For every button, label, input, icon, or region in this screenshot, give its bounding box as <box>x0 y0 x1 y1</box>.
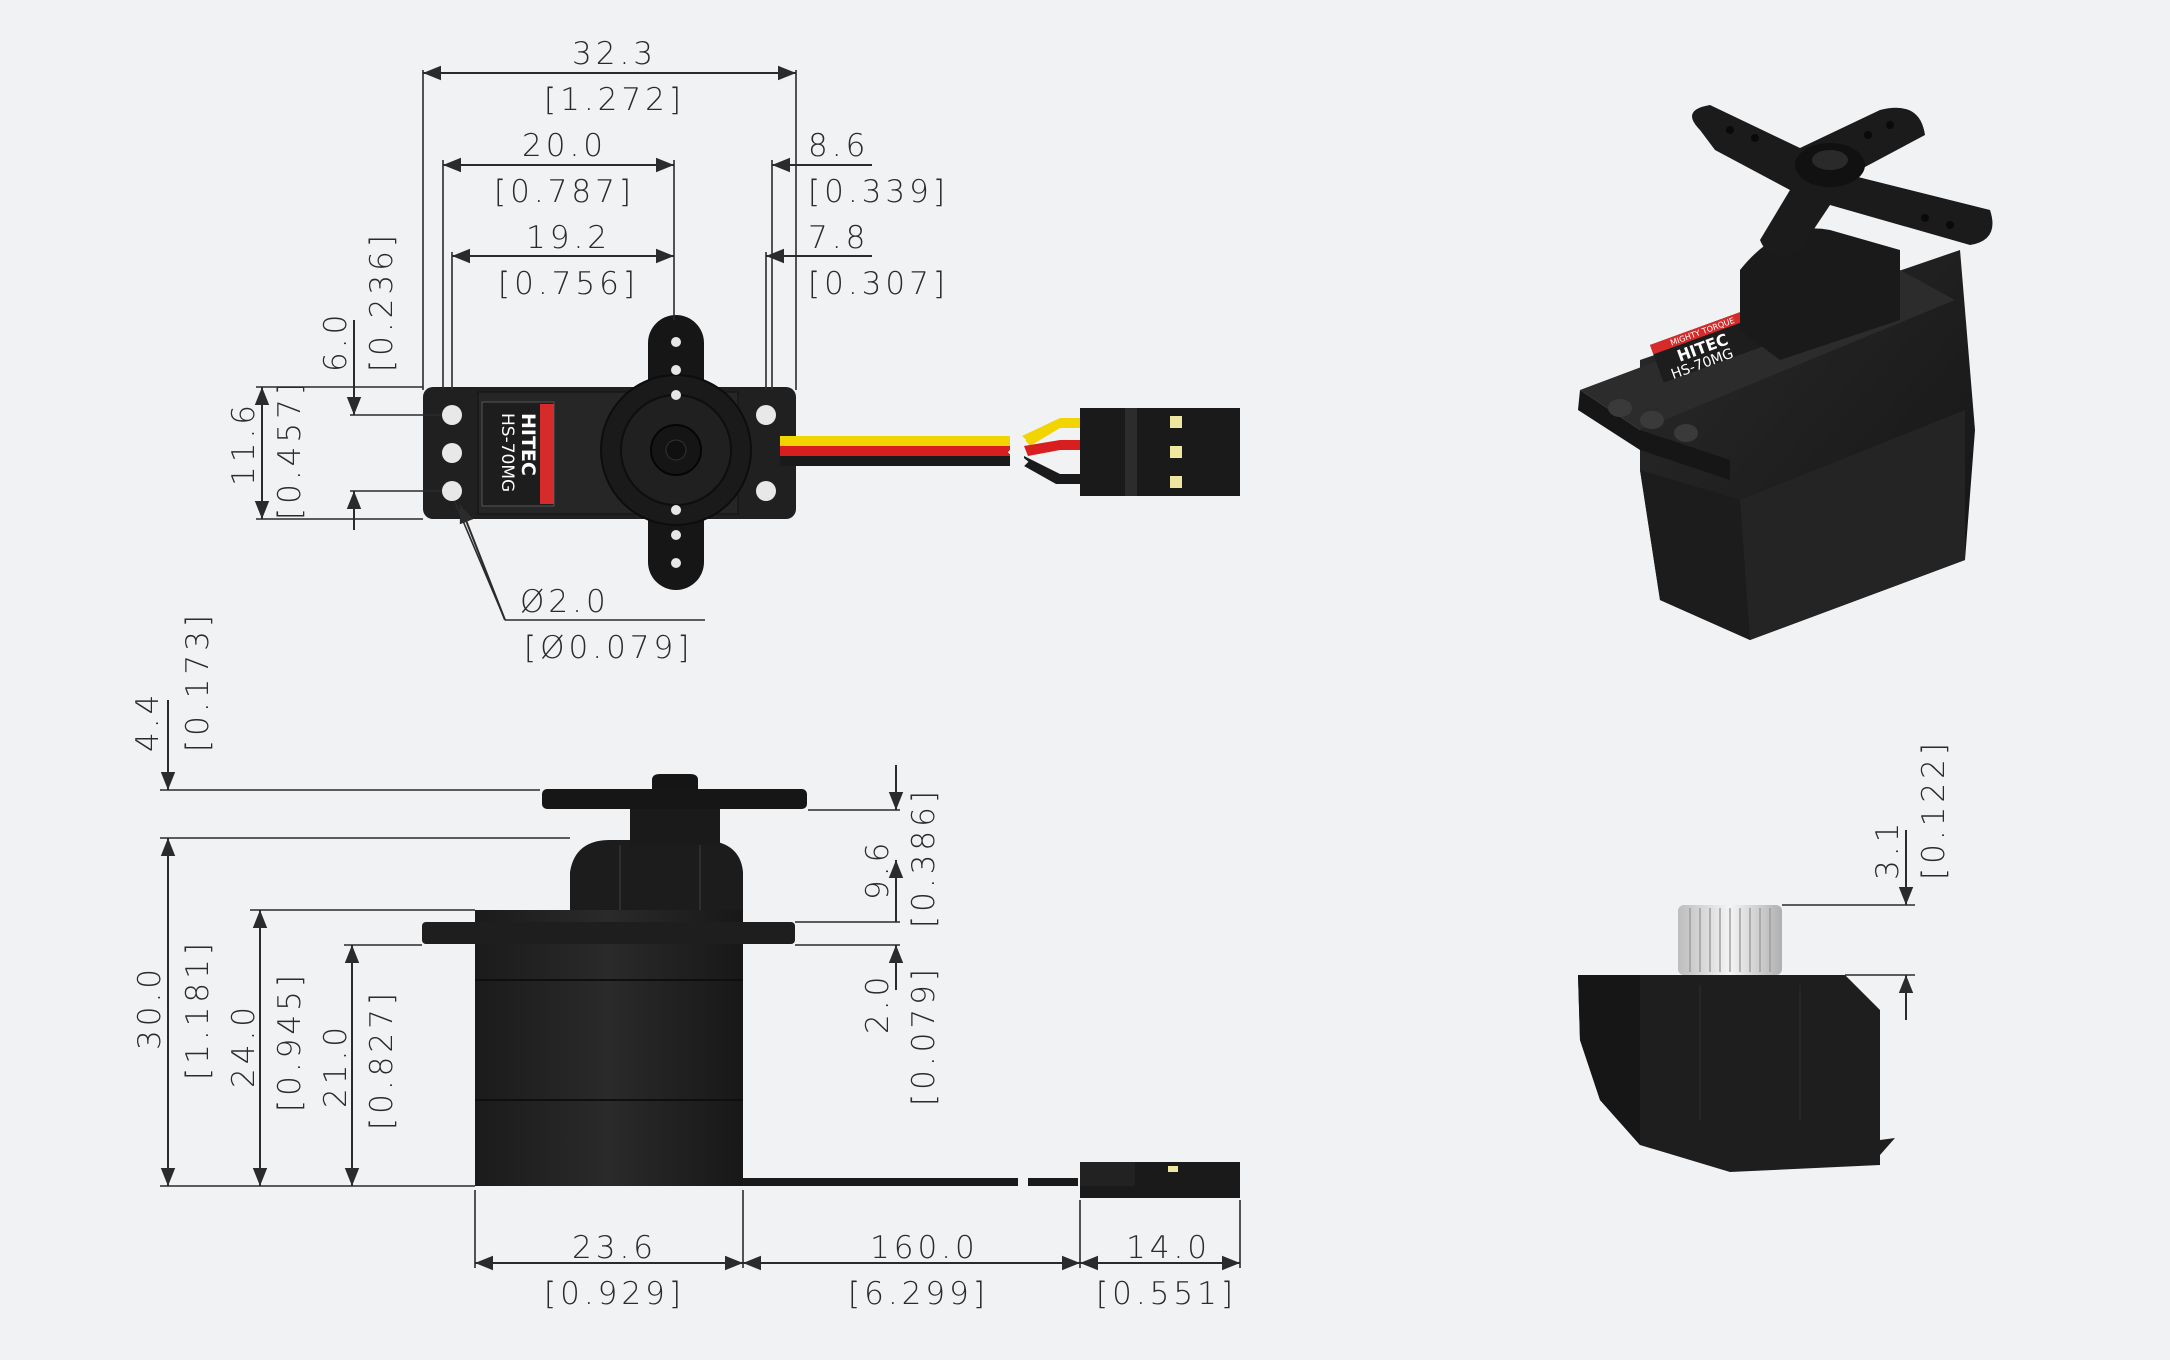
brand-label-top: HITEC <box>517 413 539 476</box>
dim-11-6: 11.6 <box>226 401 262 486</box>
dim-8-6: 8.6 <box>808 128 869 164</box>
dim-160-0: 160.0 <box>870 1230 979 1266</box>
dim-21-0: 21.0 <box>318 1023 354 1108</box>
dim-1-181: [1.181] <box>180 939 216 1080</box>
mount-flange <box>422 922 795 944</box>
dim-dia-0-079: [Ø0.079] <box>524 630 693 666</box>
dim-2-0: 2.0 <box>860 973 896 1034</box>
dim-7-8: 7.8 <box>808 220 869 256</box>
dim-3-1: 3.1 <box>1870 819 1906 880</box>
mounting-holes <box>442 405 776 501</box>
dim-9-6: 9.6 <box>860 839 896 900</box>
dim-0-079: [0.079] <box>906 965 942 1106</box>
dim-0-827: [0.827] <box>364 989 400 1130</box>
dim-6-0: 6.0 <box>318 311 354 372</box>
dim-20-0: 20.0 <box>522 128 607 164</box>
top-view: HS-70MG HITEC <box>226 36 1240 666</box>
servo-horn-side <box>542 789 807 809</box>
gear-housing <box>570 840 743 910</box>
dim-24-0: 24.0 <box>226 1003 262 1088</box>
dim-0-236: [0.236] <box>364 231 400 372</box>
dim-0-122: [0.122] <box>1916 739 1952 880</box>
dim-23-6: 23.6 <box>572 1230 657 1266</box>
dim-0-945: [0.945] <box>272 971 308 1112</box>
dim-30-0: 30.0 <box>132 965 168 1050</box>
dim-0-929: [0.929] <box>544 1276 685 1312</box>
side-view: 4.4 [0.173] 30.0 [1.181] 24.0 [0.945] 21… <box>130 611 1241 1312</box>
servo-side-case <box>475 910 743 1186</box>
dim-0-307: [0.307] <box>808 266 949 302</box>
spline-detail-view: 3.1 [0.122] <box>1578 739 1952 1172</box>
dim-0-457: [0.457] <box>272 379 308 520</box>
model-label-top: HS-70MG <box>497 413 517 492</box>
dim-19-2: 19.2 <box>526 220 611 256</box>
dim-0-339: [0.339] <box>808 174 949 210</box>
servo-connector-top <box>1080 408 1240 496</box>
dim-4-4: 4.4 <box>130 691 166 752</box>
servo-horn-top <box>600 315 752 590</box>
dim-32-3: 32.3 <box>572 36 657 72</box>
dim-0-173: [0.173] <box>180 611 216 752</box>
dim-0-756: [0.756] <box>498 266 639 302</box>
lead-wire-side <box>743 1178 1018 1186</box>
servo-horn-3d <box>1692 105 1993 256</box>
servo-3d-render: MIGHTY TORQUE HITEC HS-70MG <box>1578 105 1993 640</box>
dim-0-787: [0.787] <box>494 174 635 210</box>
servo-wires-top <box>780 418 1080 484</box>
dim-0-551: [0.551] <box>1096 1276 1237 1312</box>
dim-14-0: 14.0 <box>1126 1230 1211 1266</box>
dim-6-299: [6.299] <box>848 1276 989 1312</box>
dim-1-272: [1.272] <box>544 82 685 118</box>
dim-dia-2-0: Ø2.0 <box>520 584 610 620</box>
dim-0-386: [0.386] <box>906 787 942 928</box>
